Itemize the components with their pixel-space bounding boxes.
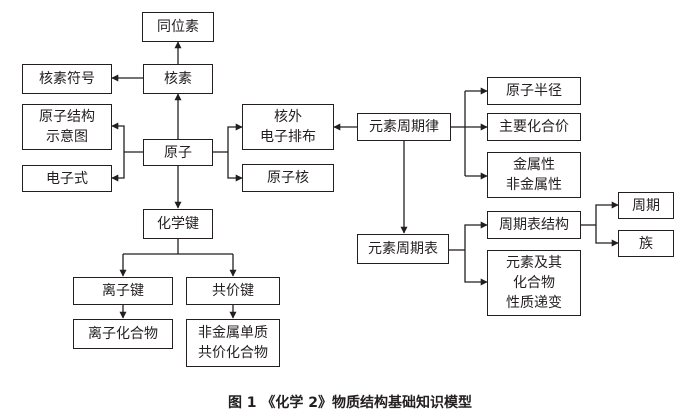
node-dianzishi: 电子式 bbox=[22, 165, 112, 192]
node-biaojiegou-line-1: 周期表结构 bbox=[499, 217, 569, 233]
node-gongjiahuahewu: 非金属单质 共价化合物 bbox=[186, 319, 280, 367]
node-dibian-line-1: 元素及其 bbox=[506, 255, 562, 271]
node-dibian-line-2: 化合物 bbox=[513, 275, 555, 291]
node-gongjiahuahewu-line-1: 非金属单质 bbox=[198, 325, 268, 341]
node-zhouqilv: 元素周期律 bbox=[357, 113, 451, 141]
node-yuanzi-line-1: 原子 bbox=[164, 144, 192, 161]
node-dibian-line-3: 性质递变 bbox=[506, 295, 562, 311]
node-yuanzijiegou: 原子结构 示意图 bbox=[22, 104, 112, 150]
node-yuanzibanjing-line-1: 原子半径 bbox=[506, 83, 562, 99]
node-zhouqibiao-line-1: 元素周期表 bbox=[368, 241, 438, 257]
arrow-zhouqibiao-jiegou bbox=[464, 221, 488, 250]
node-hewai: 核外 电子排布 bbox=[242, 104, 334, 150]
node-tongweisu-line-1: 同位素 bbox=[157, 19, 199, 35]
node-huaxuejian: 化学键 bbox=[143, 209, 213, 239]
node-zhouqi-line-1: 周期 bbox=[632, 197, 660, 214]
arrow-yuanzi-jiegou bbox=[111, 122, 125, 152]
node-dibian: 元素及其 化合物 性质递变 bbox=[487, 250, 581, 316]
node-jinshuxing: 金属性 非金属性 bbox=[487, 152, 581, 198]
node-gongjiajian: 共价键 bbox=[186, 277, 280, 305]
node-hesu-line-1: 核素 bbox=[164, 71, 192, 87]
node-lizihuahewu-line-1: 离子化合物 bbox=[88, 326, 158, 342]
arrow-jiegou-zhouqi bbox=[595, 201, 619, 225]
node-hewai-line-2: 电子排布 bbox=[260, 129, 316, 145]
node-gongjiahuahewu-line-2: 共价化合物 bbox=[198, 345, 268, 361]
node-gongjiajian-line-1: 共价键 bbox=[212, 283, 254, 299]
node-jinshuxing-line-2: 非金属性 bbox=[506, 177, 562, 193]
node-hewai-line-1: 核外 bbox=[274, 109, 302, 125]
arrow-yuanzi-hewai bbox=[227, 123, 243, 152]
node-huahejia-line-1: 主要化合价 bbox=[499, 119, 569, 135]
node-tongweisu: 同位素 bbox=[142, 12, 214, 42]
node-lizijian-line-1: 离子键 bbox=[102, 283, 144, 299]
figure-caption: 图 1 《化学 2》物质结构基础知识模型 bbox=[227, 395, 473, 411]
node-dianzishi-line-1: 电子式 bbox=[46, 170, 88, 187]
arrow-yuanzi-yuanzihe bbox=[227, 152, 243, 182]
node-zhouqibiao: 元素周期表 bbox=[357, 234, 449, 264]
node-lizijian: 离子键 bbox=[73, 277, 173, 305]
node-biaojiegou: 周期表结构 bbox=[487, 211, 581, 239]
node-yuanzibanjing: 原子半径 bbox=[487, 77, 581, 105]
node-zu-line-1: 族 bbox=[639, 235, 653, 252]
node-huaxuejian-line-1: 化学键 bbox=[157, 216, 199, 232]
node-yuanzihe: 原子核 bbox=[242, 164, 334, 192]
node-hesufuhao: 核素符号 bbox=[22, 64, 112, 94]
node-huahejia: 主要化合价 bbox=[487, 113, 581, 141]
arrow-zhouqibiao-dibian bbox=[464, 250, 488, 286]
node-yuanzi: 原子 bbox=[143, 139, 213, 166]
node-zhouqilv-line-1: 元素周期律 bbox=[369, 119, 439, 135]
node-hesufuhao-line-1: 核素符号 bbox=[39, 71, 95, 87]
node-zhouqi: 周期 bbox=[618, 192, 674, 219]
node-yuanzijiegou-line-2: 示意图 bbox=[46, 129, 88, 145]
node-jinshuxing-line-1: 金属性 bbox=[513, 157, 555, 173]
node-yuanzihe-line-1: 原子核 bbox=[267, 170, 309, 186]
arrow-yuanzi-dianzishi bbox=[111, 152, 125, 182]
node-lizihuahewu: 离子化合物 bbox=[73, 319, 173, 349]
node-zu: 族 bbox=[618, 230, 674, 257]
arrow-jiegou-zu bbox=[595, 225, 619, 247]
node-hesu: 核素 bbox=[143, 64, 213, 94]
node-yuanzijiegou-line-1: 原子结构 bbox=[39, 109, 95, 125]
